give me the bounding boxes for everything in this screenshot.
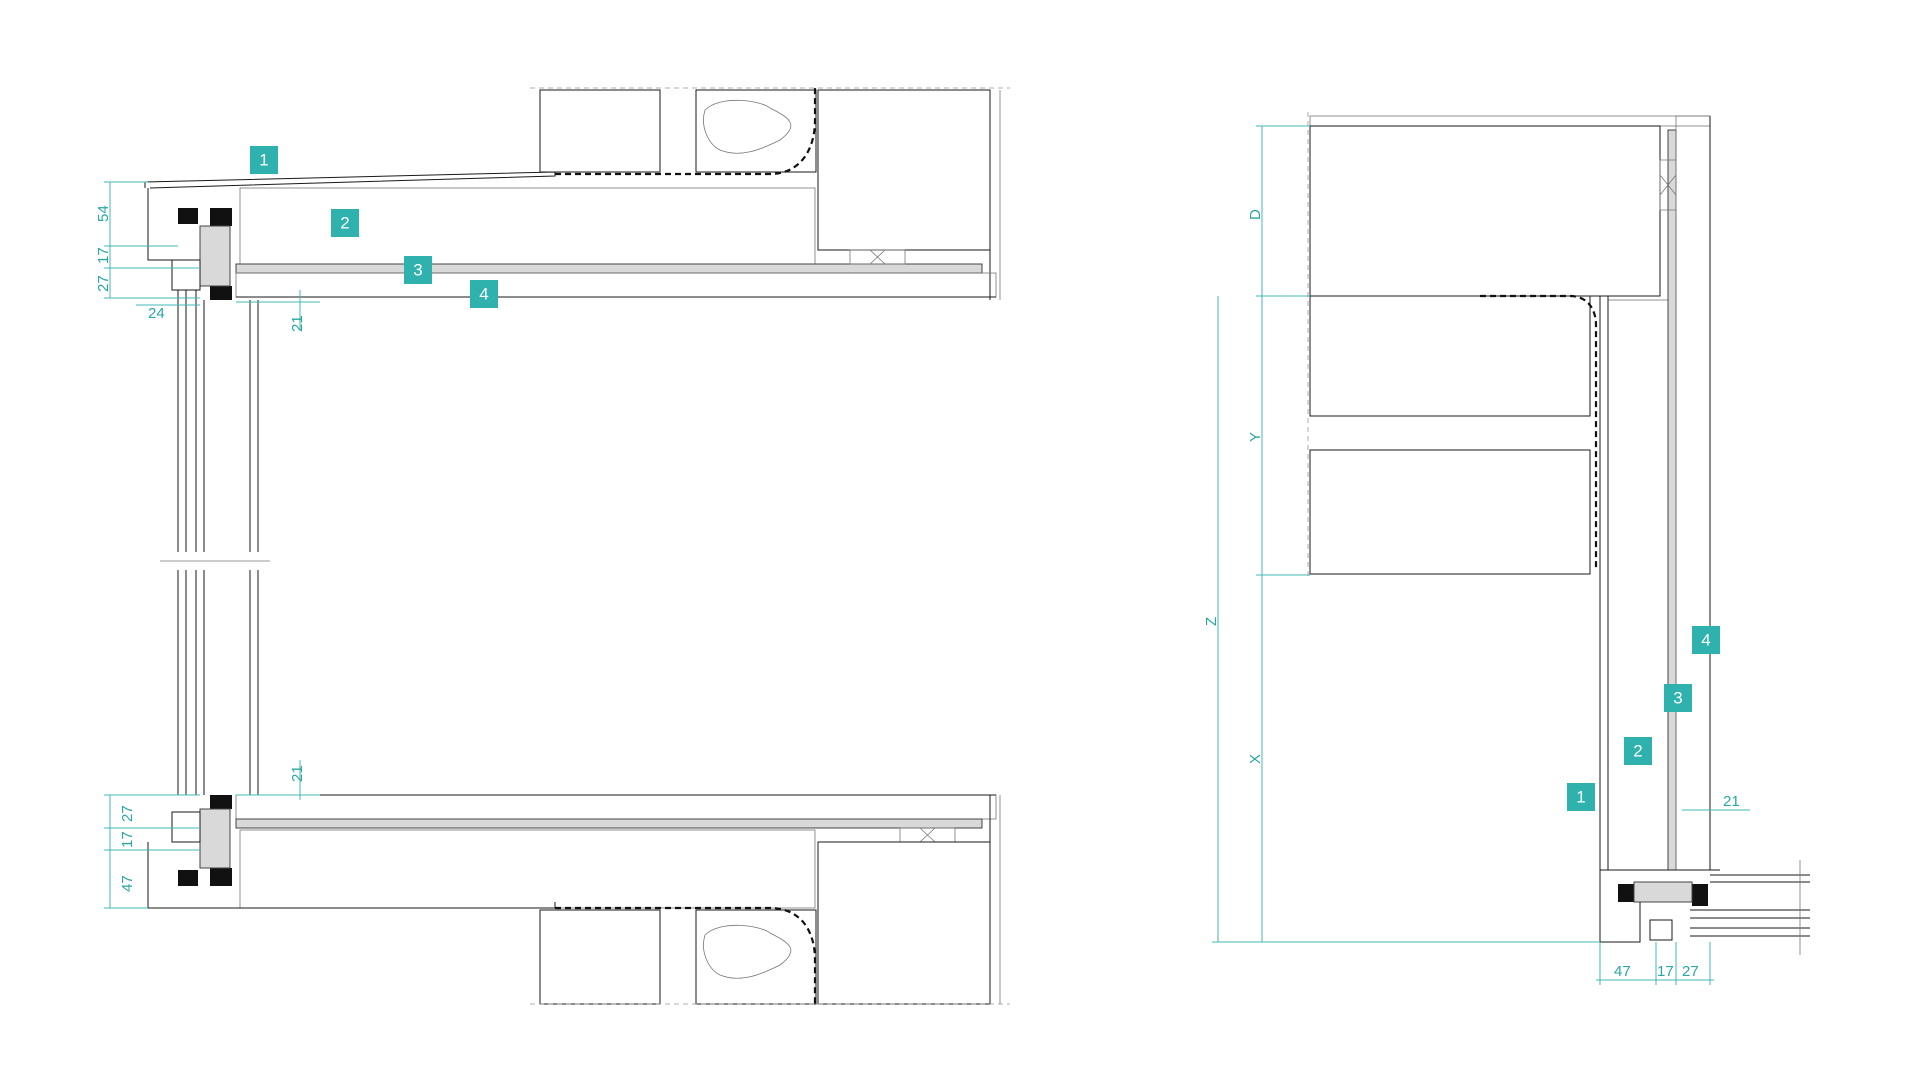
masonry-block-bottom-right	[817, 841, 991, 1005]
head-flashing	[144, 171, 556, 189]
slab-top-render	[1309, 115, 1711, 127]
glazing-right	[1690, 860, 1810, 955]
anchor-top	[849, 249, 906, 265]
dim-27-bottom: 27	[119, 805, 136, 822]
frame-seal-right-1	[1618, 884, 1634, 902]
svg-text:4: 4	[479, 285, 488, 304]
zone-z: Z	[1203, 617, 1220, 626]
zone-y: Y	[1247, 432, 1264, 442]
label-2-left: 2	[331, 209, 359, 237]
zone-d: D	[1247, 209, 1264, 220]
svg-text:4: 4	[1701, 631, 1710, 650]
dim-54: 54	[95, 205, 112, 222]
left-dimensions-top	[104, 181, 320, 330]
dim-17-bottom: 17	[119, 831, 136, 848]
sash-bottom	[171, 811, 201, 843]
slab-top	[1309, 125, 1661, 297]
svg-text:2: 2	[1633, 742, 1642, 761]
hollow-block-cavity-top	[703, 99, 792, 154]
frame-seal-top-1	[178, 208, 198, 224]
dim-24: 24	[148, 305, 165, 322]
label-4-right: 4	[1692, 626, 1720, 654]
sill-right	[1600, 869, 1720, 943]
membrane-top	[555, 88, 817, 176]
left-dimensions-bottom	[104, 760, 320, 909]
dim-17-top: 17	[95, 247, 112, 264]
frame-seal-bottom-1	[210, 795, 232, 809]
membrane-right	[1480, 294, 1598, 568]
insulation-bottom	[239, 829, 816, 909]
frame-seal-top-3	[210, 286, 232, 300]
anchor-right	[1659, 159, 1677, 211]
frame-seal-bottom-2	[210, 868, 232, 886]
zone-x: X	[1247, 754, 1264, 764]
dim-21-right: 21	[1723, 793, 1740, 810]
dim-17-right: 17	[1657, 963, 1674, 980]
svg-text:2: 2	[340, 214, 349, 233]
dim-27-right: 27	[1682, 963, 1699, 980]
masonry-block-y	[1309, 449, 1591, 575]
insulation-top	[239, 187, 816, 267]
frame-profile-bottom	[199, 808, 231, 869]
insulation-reveal-right	[1607, 299, 1669, 871]
dim-47: 47	[119, 875, 136, 892]
dim-21-top: 21	[289, 315, 306, 332]
label-4-left: 4	[470, 280, 498, 308]
dim-21-bottom: 21	[289, 765, 306, 782]
frame-seal-top-2	[210, 208, 232, 226]
membrane-bottom	[555, 906, 817, 1004]
frame-seal-right-2	[1692, 884, 1708, 906]
hollow-block-cavity-bottom	[703, 924, 792, 979]
masonry-block-top-mid	[695, 89, 817, 173]
label-3-left: 3	[404, 256, 432, 284]
frame-profile-right	[1633, 881, 1693, 903]
svg-text:3: 3	[1673, 689, 1682, 708]
left-section-detail: 54 17 27 24 21 21 27 17 47 1 2 3 4	[95, 87, 1010, 1005]
right-dimensions	[1212, 125, 1750, 985]
svg-text:1: 1	[259, 151, 268, 170]
label-2-right: 2	[1624, 737, 1652, 765]
masonry-block-top-right	[817, 89, 991, 251]
render-layer-bottom	[235, 794, 997, 820]
label-3-right: 3	[1664, 684, 1692, 712]
render-layer-top	[235, 272, 997, 298]
frame-profile-top	[199, 225, 231, 287]
sill-flashing	[147, 842, 556, 909]
dim-47-right: 47	[1614, 963, 1631, 980]
svg-text:1: 1	[1576, 788, 1585, 807]
frame-seal-bottom-3	[178, 870, 198, 886]
dim-27-top: 27	[95, 275, 112, 292]
insulation-wall-y	[1309, 295, 1591, 417]
sash-right	[1649, 919, 1673, 941]
masonry-block-bottom-mid	[695, 909, 817, 1005]
head-profile	[147, 188, 172, 261]
reveal-board-top	[235, 263, 983, 274]
glazing-lines	[160, 290, 270, 795]
reveal-board-right	[1667, 129, 1677, 871]
render-layer-right	[1675, 115, 1711, 871]
label-1-right: 1	[1567, 783, 1595, 811]
right-section-detail: D Y Z X 21 47 17 27 4 3 2 1	[1203, 112, 1810, 985]
reveal-board-bottom	[235, 818, 983, 829]
masonry-block-bottom-left	[539, 909, 661, 1005]
anchor-bottom	[899, 827, 956, 843]
svg-text:3: 3	[413, 261, 422, 280]
masonry-block-top-left	[539, 89, 661, 173]
label-1-left: 1	[250, 146, 278, 174]
sash-top	[171, 259, 201, 291]
